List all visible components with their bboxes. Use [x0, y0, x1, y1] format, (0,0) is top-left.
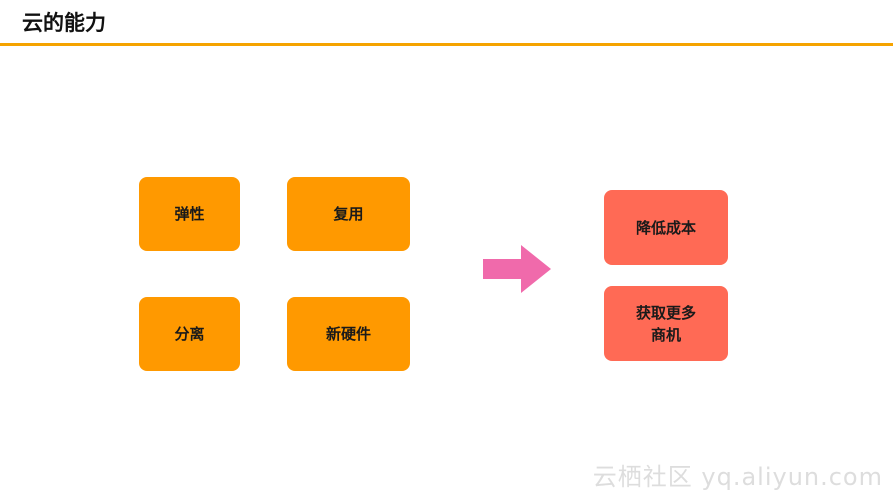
box-separation: 分离 — [139, 297, 240, 371]
box-reduce-cost: 降低成本 — [604, 190, 728, 265]
title-underline — [0, 43, 893, 46]
box-elasticity: 弹性 — [139, 177, 240, 251]
watermark: 云栖社区 yq.aliyun.com — [592, 463, 883, 491]
slide-title: 云的能力 — [22, 11, 106, 35]
box-reuse: 复用 — [287, 177, 410, 251]
box-more-business: 获取更多 商机 — [604, 286, 728, 361]
right-arrow-icon — [483, 245, 551, 293]
box-new-hardware: 新硬件 — [287, 297, 410, 371]
